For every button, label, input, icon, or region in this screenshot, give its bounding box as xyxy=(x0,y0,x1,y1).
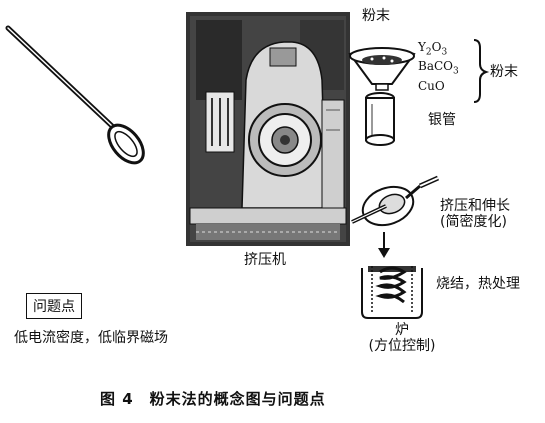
extrude-stretch-label: 挤压和伸长 (简密度化) xyxy=(440,198,510,230)
furnace-line2: (方位控制) xyxy=(368,338,436,355)
funnel-illustration xyxy=(348,47,416,91)
chem-baco3: BaCO3 xyxy=(418,59,459,77)
chemicals-brace xyxy=(473,39,490,103)
chem-y2o3: Y2O3 xyxy=(418,40,448,58)
sinter-label: 烧结，热处理 xyxy=(436,276,520,292)
chemicals-list: Y2O3 BaCO3 CuO xyxy=(418,40,459,93)
extrude-stretch-line1: 挤压和伸长 xyxy=(440,198,510,214)
chem-cuo: CuO xyxy=(418,78,445,93)
furnace-label: 炉 (方位控制) xyxy=(356,322,448,354)
silver-tube-label: 银管 xyxy=(428,112,456,128)
silver-tube-illustration xyxy=(365,92,395,146)
figure-caption: 图 4 粉末法的概念图与问题点 xyxy=(100,390,326,408)
powder-top-label: 粉末 xyxy=(362,8,390,24)
problems-title: 问题点 xyxy=(26,293,82,319)
furnace-line1: 炉 xyxy=(395,322,409,338)
extruder-illustration xyxy=(186,12,350,246)
powder-side-label: 粉末 xyxy=(490,64,518,80)
spoon-illustration xyxy=(5,25,145,165)
problems-text: 低电流密度，低临界磁场 xyxy=(14,330,168,346)
extrude-stretch-line2: (简密度化) xyxy=(440,214,507,231)
extrusion-die-illustration xyxy=(351,175,440,227)
extruder-label: 挤压机 xyxy=(244,252,286,268)
furnace-illustration xyxy=(361,266,423,319)
arrow-down-icon xyxy=(378,232,390,258)
